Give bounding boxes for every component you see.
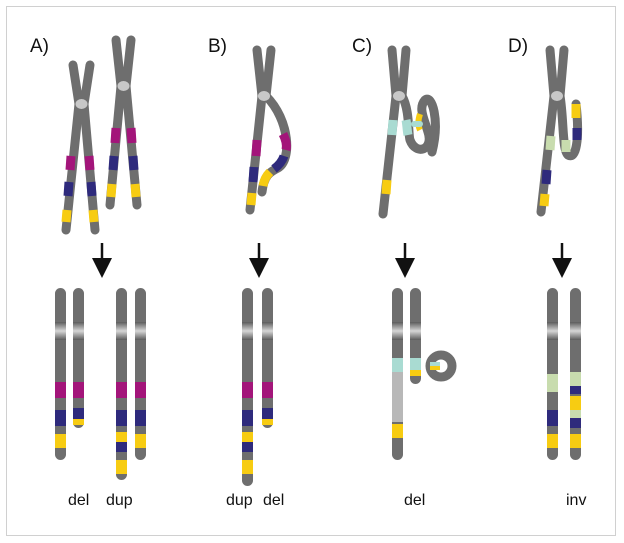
panel-b-chromatid-del <box>262 288 273 428</box>
panel-c: C) <box>352 36 457 509</box>
panel-b-chromatid-dup <box>242 288 253 486</box>
panel-b: B) <box>208 36 292 509</box>
panel-b-label-dup: dup <box>226 492 253 509</box>
panel-a-label: A) <box>30 36 49 57</box>
panel-d: D) <box>508 36 586 509</box>
panel-d-chromosome <box>536 45 583 217</box>
panel-a-chromatid-dup-2 <box>135 288 146 460</box>
panel-c-chromatid-del <box>410 288 421 384</box>
panel-d-label-inv: inv <box>566 492 586 509</box>
panel-c-chromatid-1 <box>392 288 403 460</box>
panel-a-chromosome-2 <box>105 35 142 210</box>
panel-a-chromosome-1 <box>61 60 100 235</box>
panel-a-label-del: del <box>68 492 89 509</box>
panel-b-label: B) <box>208 36 227 57</box>
panel-d-chromatid-inv <box>570 288 581 460</box>
panel-a-chromatid-del <box>55 288 66 460</box>
panel-a-label-dup: dup <box>106 492 133 509</box>
panel-d-chromatid-1 <box>547 288 558 460</box>
panel-c-ring-fragment <box>425 350 457 382</box>
panel-b-label-del: del <box>263 492 284 509</box>
panel-a-chromatid-del-2 <box>73 288 84 428</box>
panel-a: A) <box>30 35 146 509</box>
panel-b-chromosome <box>245 45 292 215</box>
panel-d-label: D) <box>508 36 528 57</box>
panel-c-label-del: del <box>404 492 425 509</box>
panel-c-chromosome <box>378 45 440 219</box>
panel-a-chromatid-dup <box>116 288 127 480</box>
panel-c-label: C) <box>352 36 372 57</box>
